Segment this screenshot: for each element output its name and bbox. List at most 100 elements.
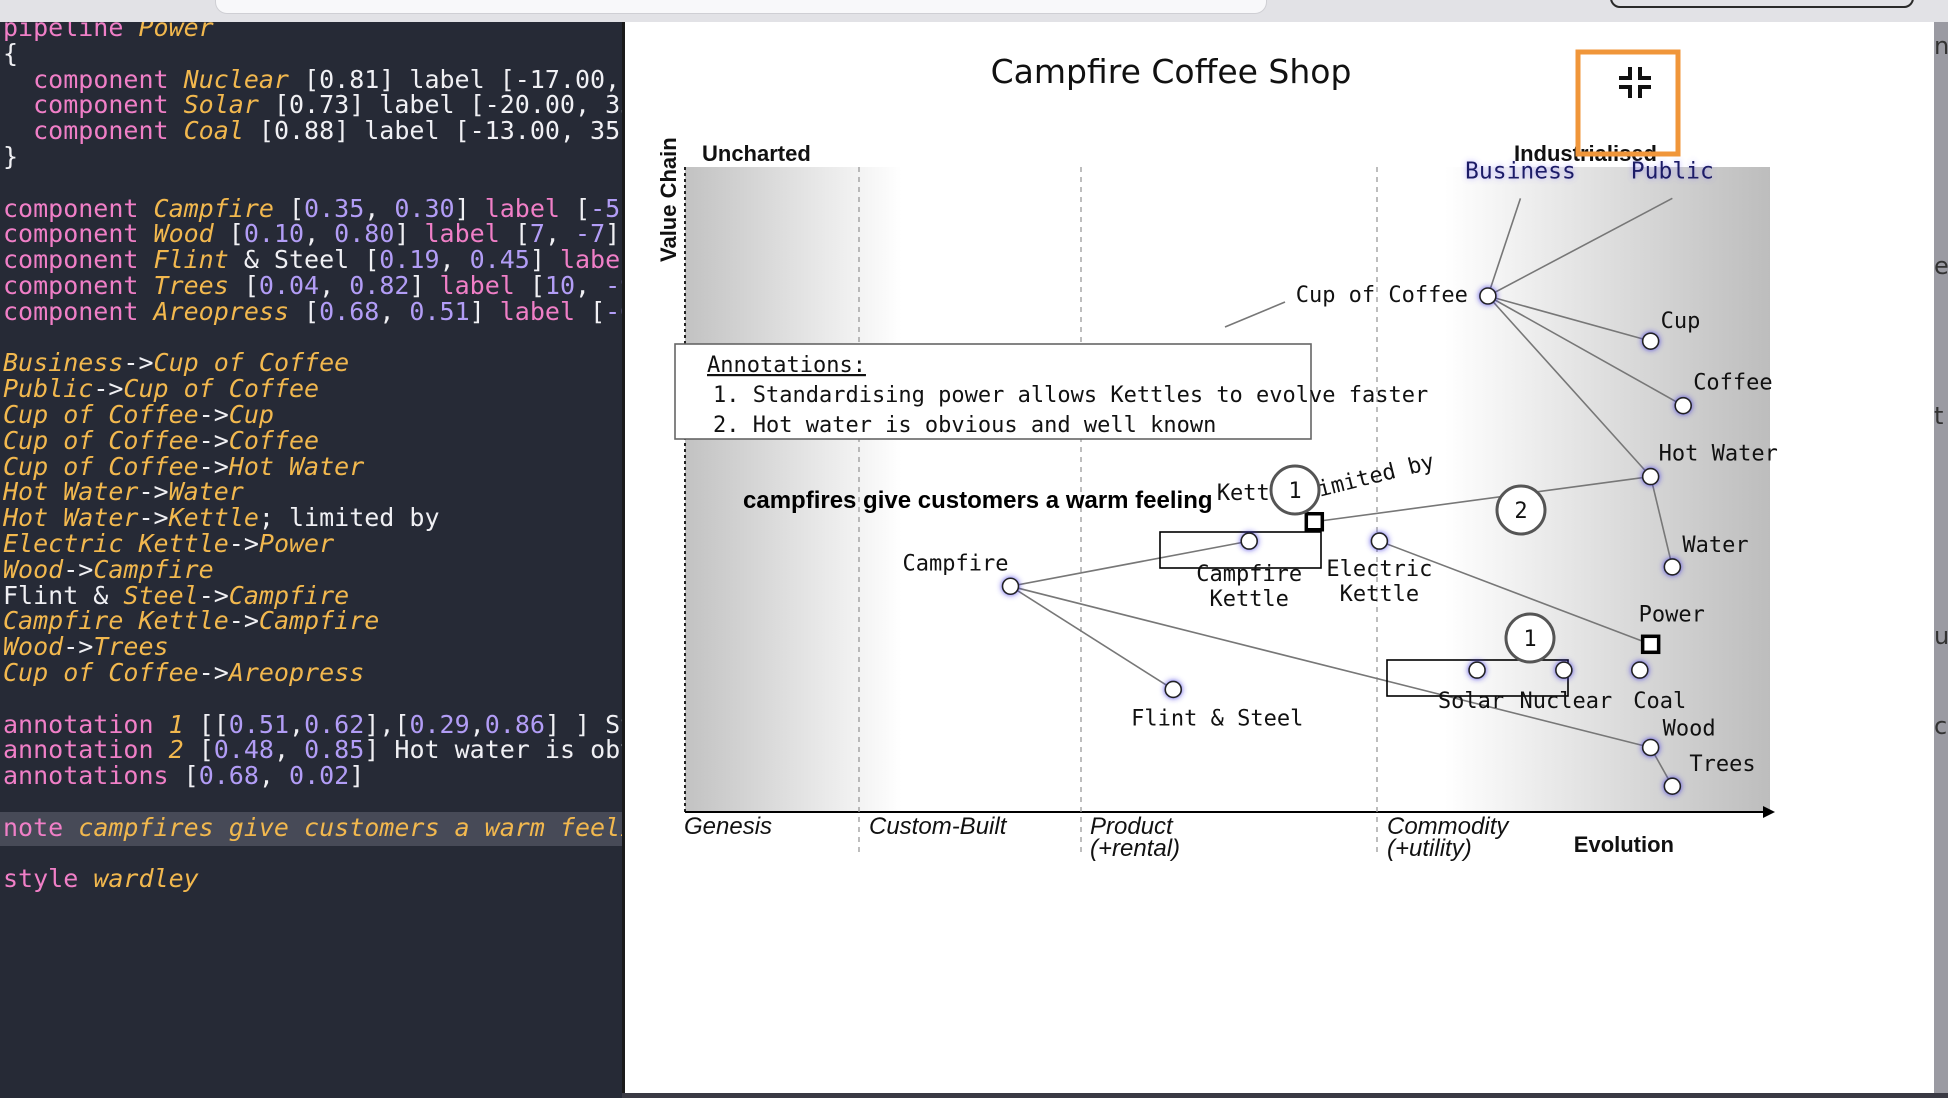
- code-token: -69: [605, 296, 622, 326]
- code-token: 2: [168, 735, 184, 765]
- code-line[interactable]: Hot Water->Water: [3, 476, 244, 508]
- pipeline-node-power[interactable]: [1640, 634, 1661, 655]
- code-token: 0.68: [198, 761, 259, 791]
- code-token: wardley: [93, 864, 199, 894]
- highlight-box: [1575, 49, 1681, 157]
- component-node-electric-kettle[interactable]: [1370, 532, 1389, 550]
- code-line[interactable]: component Nuclear [0.81] label [-17.00, …: [3, 64, 622, 96]
- exit-fullscreen-button[interactable]: [1575, 49, 1681, 157]
- code-line[interactable]: Wood->Campfire: [3, 554, 214, 586]
- code-line[interactable]: component Wood [0.10, 0.80] label [7, -7…: [3, 218, 620, 250]
- code-token: Cup of Coffee: [3, 400, 199, 429]
- browser-address-field[interactable]: [215, 0, 1267, 14]
- edge-glyph: e: [1934, 252, 1948, 280]
- component-node-trees[interactable]: [1663, 777, 1682, 796]
- code-line[interactable]: Hot Water->Kettle; limited by: [3, 502, 440, 534]
- code-line[interactable]: Wood->Trees: [3, 631, 169, 663]
- code-token: 0.68: [319, 296, 380, 326]
- code-line[interactable]: Cup of Coffee->Hot Water: [3, 451, 364, 483]
- code-line[interactable]: Cup of Coffee->Coffee: [3, 425, 319, 457]
- annotation-marker-1b-number: 1: [1523, 627, 1536, 652]
- component-node-campfire-kettle[interactable]: [1240, 532, 1259, 550]
- edge-glyph: c: [1934, 712, 1948, 740]
- code-line[interactable]: {: [3, 38, 18, 70]
- code-line[interactable]: component Solar [0.73] label [-20.00, 35…: [3, 89, 622, 121]
- component-node-cup-of-coffee[interactable]: [1479, 287, 1497, 305]
- code-token: Wood: [153, 219, 214, 249]
- code-token: Hot Water: [3, 503, 139, 533]
- code-token: annotation: [3, 735, 169, 765]
- code-line[interactable]: Cup of Coffee->Areopress: [3, 657, 364, 689]
- code-token: -9: [605, 271, 622, 300]
- code-token: component: [3, 296, 154, 326]
- annotation-marker-1a: 1: [1269, 464, 1321, 516]
- component-node-coal[interactable]: [1630, 661, 1649, 679]
- code-line[interactable]: component Campfire [0.35, 0.30] label [-…: [3, 193, 622, 225]
- component-node-nuclear[interactable]: [1555, 661, 1573, 679]
- code-token: Cup of Coffee: [153, 348, 350, 378]
- component-node-campfire[interactable]: [1001, 577, 1020, 596]
- component-node-wood[interactable]: [1641, 738, 1660, 757]
- code-line[interactable]: annotation 2 [0.48, 0.85] Hot water is o…: [3, 734, 622, 766]
- component-node-cup[interactable]: [1641, 332, 1660, 350]
- components: [1001, 287, 1692, 796]
- code-token: ] Hot water is obvious and well known: [364, 735, 622, 765]
- code-line[interactable]: }: [3, 141, 18, 173]
- code-token: annotations: [3, 761, 184, 791]
- code-token: [0.81] label [-17.00, 35.00]: [304, 64, 621, 94]
- code-line[interactable]: Flint & Steel->Campfire: [3, 580, 349, 612]
- code-line[interactable]: component Areopress [0.68, 0.51] label […: [3, 296, 622, 328]
- component-node-hot-water[interactable]: [1641, 467, 1660, 486]
- component-label-power: Power: [1639, 602, 1705, 627]
- stage-commodity: Commodity: [1387, 813, 1510, 840]
- component-label-line: Kettle: [1340, 582, 1419, 607]
- code-line[interactable]: Business->Cup of Coffee: [3, 347, 349, 379]
- code-token: [: [499, 219, 530, 249]
- code-line[interactable]: note campfires give customers a warm fee…: [3, 812, 622, 844]
- code-line[interactable]: Cup of Coffee->Cup: [3, 399, 274, 431]
- code-token: Hot Water: [3, 477, 139, 507]
- code-token: ->: [198, 658, 229, 687]
- component-node-coffee[interactable]: [1674, 396, 1692, 415]
- code-token: Coffee: [228, 425, 320, 455]
- component-node-flint-steel[interactable]: [1164, 680, 1183, 699]
- code-line[interactable]: pipeline Power: [3, 22, 214, 44]
- code-token: [: [228, 271, 259, 300]
- code-token: Coal: [183, 116, 244, 146]
- code-token: [: [273, 193, 305, 223]
- code-line[interactable]: Public->Cup of Coffee: [3, 373, 319, 405]
- code-line[interactable]: Electric Kettle->Power: [3, 528, 334, 560]
- component-node-solar[interactable]: [1468, 661, 1486, 679]
- code-token: ]: [454, 193, 485, 223]
- code-line[interactable]: annotations [0.68, 0.02]: [3, 760, 364, 792]
- code-token: label: [424, 219, 500, 249]
- code-token: [: [288, 296, 320, 326]
- component-node-water[interactable]: [1663, 558, 1682, 576]
- code-line[interactable]: annotation 1 [[0.51,0.62],[0.29,0.86] ] …: [3, 709, 622, 741]
- code-line[interactable]: component Coal [0.88] label [-13.00, 35.…: [3, 115, 622, 147]
- code-token: pipeline: [3, 22, 139, 42]
- code-line[interactable]: Campfire Kettle->Campfire: [3, 605, 379, 637]
- code-line[interactable]: component Flint & Steel [0.19, 0.45] lab…: [3, 244, 622, 276]
- code-token: ->: [198, 400, 229, 429]
- code-token: style: [3, 864, 94, 894]
- link-cup-of-coffee-hot-water: [1487, 295, 1652, 478]
- code-token: Cup: [228, 400, 274, 429]
- pipeline-node-kettle[interactable]: [1304, 512, 1325, 532]
- code-line[interactable]: component Trees [0.04, 0.82] label [10, …: [3, 270, 622, 302]
- code-token: [0.73] label [-20.00, 35.00]: [273, 90, 622, 120]
- annotation-marker-2: 2: [1495, 484, 1547, 536]
- code-token: ] ] Standardising power allows Kettles t…: [544, 709, 622, 739]
- code-token: component: [3, 193, 154, 223]
- code-line[interactable]: style wardley: [3, 863, 199, 895]
- code-editor[interactable]: pipeline Power{ component Nuclear [0.81]…: [0, 22, 622, 1098]
- code-token: component: [3, 271, 154, 300]
- compress-icon: [1619, 67, 1651, 98]
- code-token: 0.80: [334, 219, 395, 249]
- toolbar-button[interactable]: [1610, 0, 1914, 8]
- code-token: Business: [3, 348, 124, 378]
- code-token: Kettle: [168, 503, 259, 533]
